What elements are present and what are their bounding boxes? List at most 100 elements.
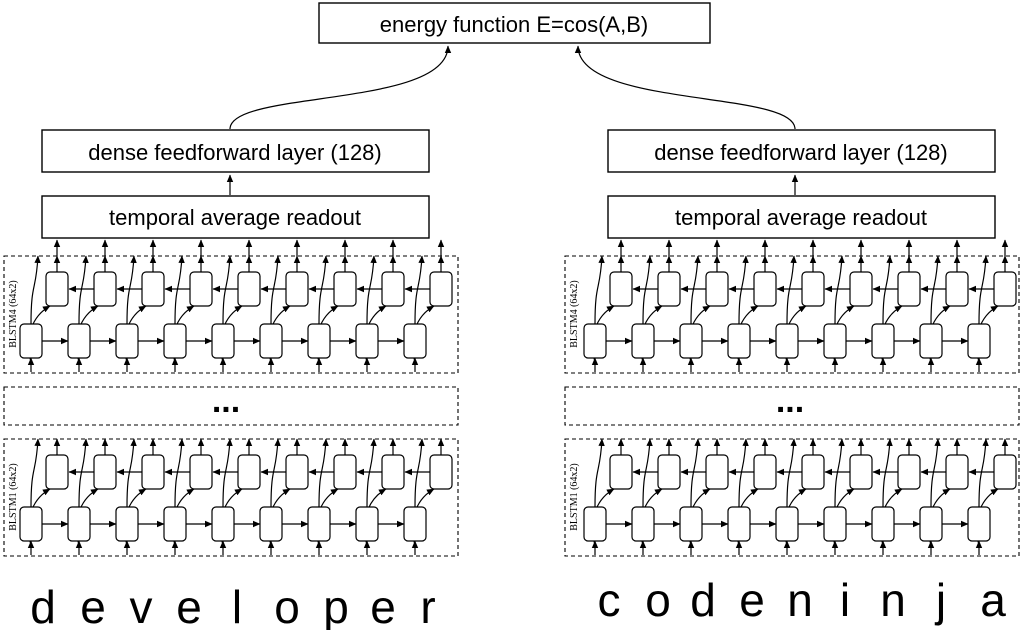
- forward-output-connection: [222, 438, 233, 508]
- forward-lstm-cell: [307, 323, 331, 359]
- backward-lstm-cell: [93, 271, 117, 307]
- right-readout-label: temporal average readout: [675, 205, 927, 230]
- forward-lstm-cell: [163, 323, 187, 359]
- energy-function-label: energy function E=cos(A,B): [380, 12, 648, 37]
- backward-lstm-cell: [801, 454, 825, 490]
- forward-lstm-cell: [919, 323, 943, 359]
- left-blstm4-label: BLSTM4 (64x2): [8, 280, 19, 348]
- left-letter: r: [420, 581, 435, 630]
- forward-lstm-cell: [403, 506, 427, 542]
- forward-output-connection: [690, 438, 701, 508]
- backward-lstm-cell: [993, 271, 1017, 307]
- backward-lstm-cell: [753, 454, 777, 490]
- forward-output-connection: [318, 255, 329, 325]
- right-letter: n: [880, 574, 906, 626]
- left-dense-layer-box: dense feedforward layer (128): [41, 129, 430, 173]
- forward-output-connection: [594, 255, 605, 325]
- backward-lstm-cell: [237, 454, 261, 490]
- forward-output-connection: [366, 438, 377, 508]
- backward-lstm-cell: [609, 454, 633, 490]
- forward-lstm-cell: [67, 506, 91, 542]
- right-letter: n: [787, 574, 813, 626]
- right-blstm4-block: BLSTM4 (64x2): [564, 255, 1020, 374]
- forward-output-connection: [78, 255, 89, 325]
- forward-lstm-cell: [259, 323, 283, 359]
- left-blstm1-cells: [19, 438, 453, 555]
- forward-lstm-cell: [583, 506, 607, 542]
- forward-lstm-cell: [631, 323, 655, 359]
- right-blstm1-label: BLSTM1 (64x2): [569, 463, 580, 531]
- forward-output-connection: [30, 438, 41, 508]
- backward-lstm-cell: [609, 271, 633, 307]
- forward-output-connection: [978, 255, 989, 325]
- forward-output-connection: [786, 438, 797, 508]
- forward-lstm-cell: [967, 323, 991, 359]
- forward-lstm-cell: [775, 506, 799, 542]
- forward-lstm-cell: [631, 506, 655, 542]
- forward-output-connection: [882, 255, 893, 325]
- backward-lstm-cell: [897, 271, 921, 307]
- right-blstm4-cells: [583, 255, 1017, 372]
- backward-lstm-cell: [45, 454, 69, 490]
- forward-output-connection: [78, 438, 89, 508]
- forward-output-connection: [270, 255, 281, 325]
- forward-output-connection: [366, 255, 377, 325]
- backward-lstm-cell: [237, 271, 261, 307]
- backward-lstm-cell: [801, 271, 825, 307]
- backward-lstm-cell: [333, 271, 357, 307]
- forward-lstm-cell: [19, 323, 43, 359]
- right-blstm1-block: BLSTM1 (64x2): [564, 438, 1020, 557]
- forward-lstm-cell: [259, 506, 283, 542]
- right-middle-layers-block: ...: [564, 382, 1020, 426]
- left-blstm1-label: BLSTM1 (64x2): [8, 463, 19, 531]
- backward-lstm-cell: [657, 454, 681, 490]
- backward-lstm-cell: [141, 454, 165, 490]
- backward-lstm-cell: [429, 271, 453, 307]
- right-letter: j: [934, 574, 946, 626]
- left-dense-layer-label: dense feedforward layer (128): [88, 140, 382, 165]
- forward-lstm-cell: [823, 506, 847, 542]
- forward-lstm-cell: [115, 506, 139, 542]
- forward-output-connection: [270, 438, 281, 508]
- left-blstm4-block: BLSTM4 (64x2): [3, 255, 459, 374]
- left-letter: p: [323, 581, 349, 630]
- right-blstm4-label: BLSTM4 (64x2): [569, 280, 580, 348]
- forward-lstm-cell: [403, 323, 427, 359]
- forward-output-connection: [30, 255, 41, 325]
- left-letter: e: [80, 581, 106, 630]
- backward-lstm-cell: [945, 454, 969, 490]
- forward-output-connection: [738, 438, 749, 508]
- backward-lstm-cell: [429, 454, 453, 490]
- left-letter: l: [232, 581, 242, 630]
- forward-output-connection: [690, 255, 701, 325]
- forward-output-connection: [978, 438, 989, 508]
- left-letter: o: [274, 581, 300, 630]
- left-letter: e: [176, 581, 202, 630]
- left-blstm4-cells: [19, 255, 453, 372]
- forward-lstm-cell: [19, 506, 43, 542]
- forward-output-connection: [930, 255, 941, 325]
- backward-lstm-cell: [285, 454, 309, 490]
- left-to-energy-arrow: [229, 45, 452, 130]
- forward-lstm-cell: [115, 323, 139, 359]
- backward-lstm-cell: [945, 271, 969, 307]
- backward-lstm-cell: [45, 271, 69, 307]
- left-input-word: d e v e l o p e r: [30, 581, 435, 630]
- forward-lstm-cell: [67, 323, 91, 359]
- forward-lstm-cell: [727, 506, 751, 542]
- forward-lstm-cell: [355, 506, 379, 542]
- forward-lstm-cell: [775, 323, 799, 359]
- forward-output-connection: [174, 438, 185, 508]
- forward-output-connection: [174, 255, 185, 325]
- right-letter: d: [690, 574, 716, 626]
- right-letter: i: [840, 574, 850, 626]
- backward-lstm-cell: [657, 271, 681, 307]
- forward-lstm-cell: [871, 506, 895, 542]
- forward-lstm-cell: [583, 323, 607, 359]
- backward-lstm-cell: [753, 271, 777, 307]
- left-blstm1-block: BLSTM1 (64x2): [3, 438, 459, 557]
- right-letter: a: [980, 574, 1006, 626]
- forward-output-connection: [222, 255, 233, 325]
- right-input-word: c o d e n i n j a: [598, 574, 1007, 626]
- forward-lstm-cell: [871, 323, 895, 359]
